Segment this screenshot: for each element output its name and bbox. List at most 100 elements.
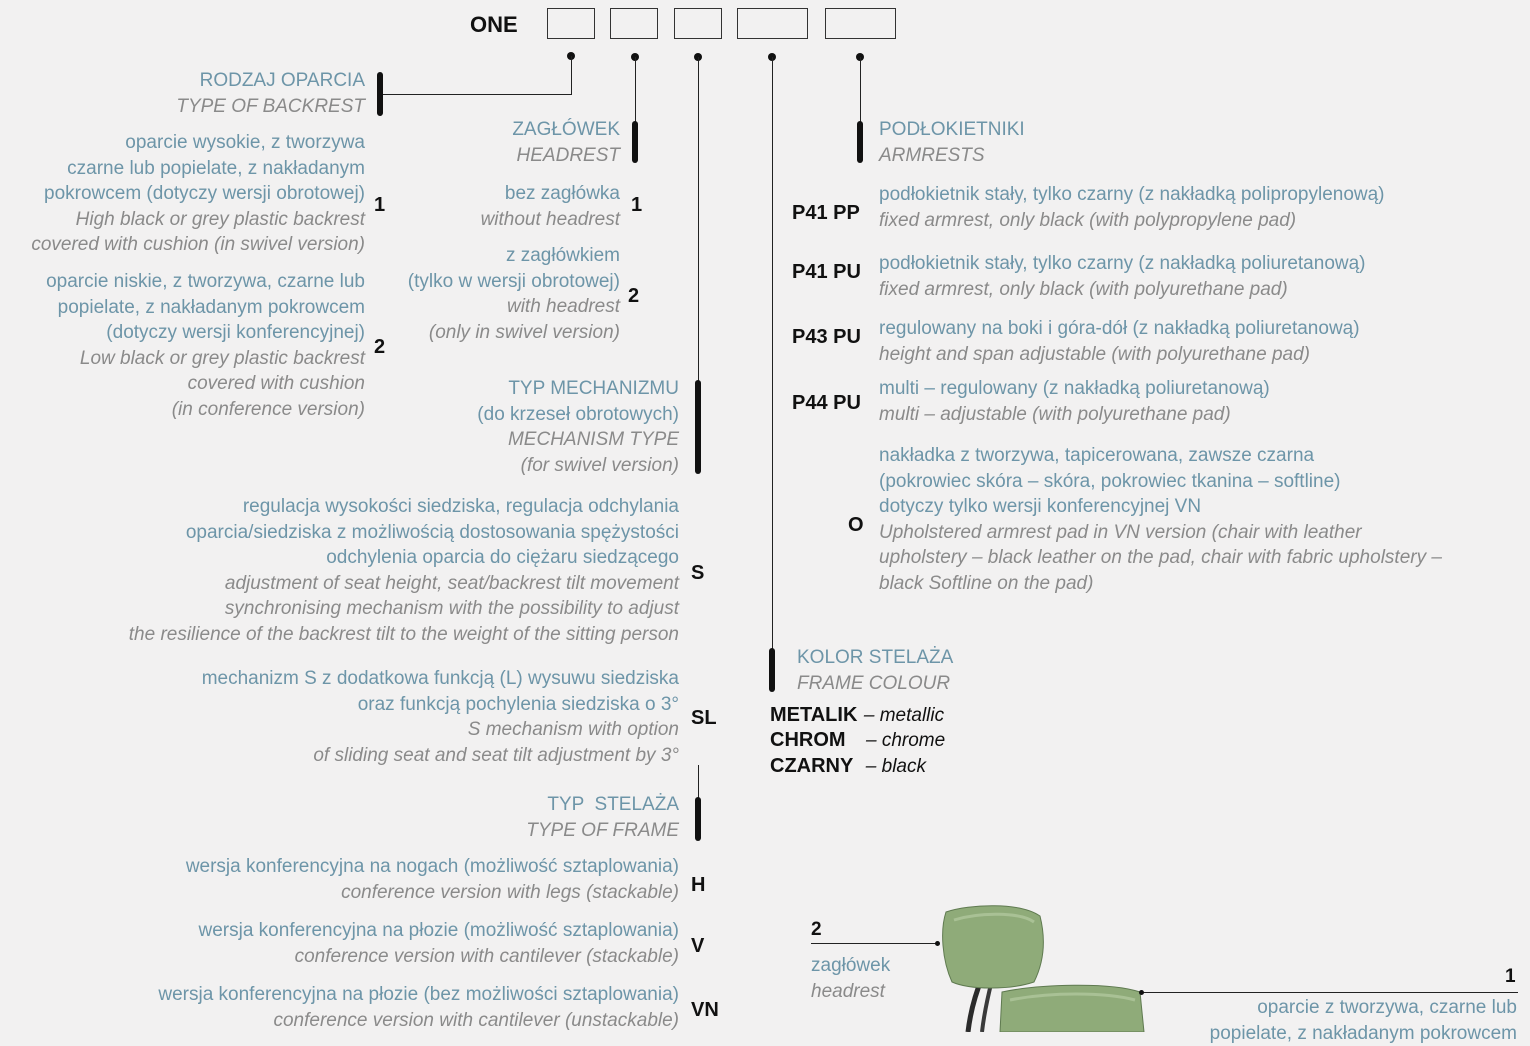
armrest-option-pl: podłokietnik stały, tylko czarny (z nakł… bbox=[879, 182, 1385, 208]
headrest-option-2-code: 2 bbox=[628, 285, 639, 308]
headrest-callout-en: headrest bbox=[811, 979, 890, 1005]
armrest-option-p43pu-code: P43 PU bbox=[792, 326, 861, 349]
connector-line-backrest bbox=[571, 56, 572, 95]
frame-type-title-en: TYPE OF FRAME bbox=[526, 818, 679, 844]
frame-type-option-vn: wersja konferencyjna na płozie (bez możl… bbox=[158, 982, 679, 1033]
headrest-option-1-code: 1 bbox=[631, 194, 642, 217]
backrest-callout-pl-line: oparcie z tworzywa, czarne lub bbox=[1210, 995, 1517, 1021]
backrest-option-2-code: 2 bbox=[374, 336, 385, 359]
mechanism-option-s: regulacja wysokości siedziska, regulacja… bbox=[129, 494, 679, 647]
frame-type-option-h-en: conference version with legs (stackable) bbox=[186, 880, 679, 906]
frame-colour-marker bbox=[769, 648, 775, 692]
headrest-marker bbox=[632, 121, 638, 163]
backrest-option-2-en-line: Low black or grey plastic backrest bbox=[46, 346, 365, 372]
headrest-option-2-pl-line: (tylko w wersji obrotowej) bbox=[408, 269, 620, 295]
armrest-option-p41pp-code: P41 PP bbox=[792, 202, 860, 225]
mechanism-option-sl-en-line: S mechanism with option bbox=[202, 717, 679, 743]
frame-colour-title-pl: KOLOR STELAŻA bbox=[797, 645, 953, 671]
armrest-option-en-line: upholstery – black leather on the pad, c… bbox=[879, 545, 1442, 571]
backrest-title-en: TYPE OF BACKREST bbox=[176, 94, 365, 120]
frame-colour-code: METALIK bbox=[770, 704, 857, 726]
connector-line-backrest bbox=[380, 94, 572, 95]
headrest-title-pl: ZAGŁÓWEK bbox=[512, 117, 620, 143]
backrest-option-2: oparcie niskie, z tworzywa, czarne lub p… bbox=[46, 269, 365, 422]
backrest-option-1-pl-line: pokrowcem (dotyczy wersji obrotowej) bbox=[31, 181, 365, 207]
chair-illustration bbox=[930, 900, 1160, 1032]
headrest-callout-text: zagłówek headrest bbox=[811, 953, 890, 1004]
backrest-heading: RODZAJ OPARCIA TYPE OF BACKREST bbox=[176, 68, 365, 119]
armrest-option-o-code: O bbox=[848, 514, 864, 537]
frame-type-option-v-pl: wersja konferencyjna na płozie (możliwoś… bbox=[199, 918, 680, 944]
backrest-callout-dot bbox=[1139, 990, 1144, 995]
backrest-callout-number: 1 bbox=[1505, 966, 1516, 988]
frame-colour-heading: KOLOR STELAŻA FRAME COLOUR bbox=[797, 645, 953, 696]
headrest-option-2-en-line: with headrest bbox=[408, 294, 620, 320]
headrest-option-1-pl: bez zagłówka bbox=[481, 181, 620, 207]
backrest-option-1-pl-line: oparcie wysokie, z tworzywa bbox=[31, 130, 365, 156]
connector-line-armrests bbox=[860, 57, 861, 127]
frame-colour-slot[interactable] bbox=[737, 8, 808, 39]
headrest-callout-number: 2 bbox=[811, 919, 822, 941]
mechanism-heading: TYP MECHANIZMU (do krzeseł obrotowych) M… bbox=[477, 376, 679, 478]
armrests-title-pl: PODŁOKIETNIKI bbox=[879, 117, 1025, 143]
armrest-option-pl: podłokietnik stały, tylko czarny (z nakł… bbox=[879, 251, 1366, 277]
mechanism-option-s-pl-line: oparcia/siedziska z możliwością dostosow… bbox=[129, 520, 679, 546]
backrest-slot[interactable] bbox=[547, 8, 595, 39]
mechanism-option-s-pl-line: odchylenia oparcia do ciężaru siedzącego bbox=[129, 545, 679, 571]
armrest-option-p41pp: podłokietnik stały, tylko czarny (z nakł… bbox=[879, 182, 1385, 233]
armrests-marker bbox=[857, 121, 863, 163]
headrest-option-2-pl-line: z zagłówkiem bbox=[408, 243, 620, 269]
armrest-option-en: fixed armrest, only black (with polyuret… bbox=[879, 277, 1366, 303]
mechanism-option-sl-code: SL bbox=[691, 707, 717, 730]
frame-type-option-vn-pl: wersja konferencyjna na płozie (bez możl… bbox=[158, 982, 679, 1008]
connector-line-headrest bbox=[635, 57, 636, 127]
backrest-option-1-code: 1 bbox=[374, 194, 385, 217]
mechanism-option-sl-en-line: of sliding seat and seat tilt adjustment… bbox=[202, 743, 679, 769]
mechanism-title-en-line: (for swivel version) bbox=[477, 453, 679, 479]
armrest-option-o: nakładka z tworzywa, tapicerowana, zawsz… bbox=[879, 443, 1442, 596]
armrest-option-p41pu-code: P41 PU bbox=[792, 261, 861, 284]
connector-line-mechanism bbox=[698, 57, 699, 387]
mechanism-option-sl-pl-line: oraz funkcją pochylenia siedziska o 3° bbox=[202, 692, 679, 718]
mechanism-slot[interactable] bbox=[674, 8, 722, 39]
frame-type-option-vn-en: conference version with cantilever (unst… bbox=[158, 1008, 679, 1034]
frame-colour-label: – metallic bbox=[864, 705, 944, 726]
backrest-option-1-en-line: High black or grey plastic backrest bbox=[31, 207, 365, 233]
mechanism-option-s-en-line: adjustment of seat height, seat/backrest… bbox=[129, 571, 679, 597]
frame-colour-code: CHROM bbox=[770, 729, 846, 751]
backrest-option-2-pl-line: (dotyczy wersji konferencyjnej) bbox=[46, 320, 365, 346]
frame-type-option-v: wersja konferencyjna na płozie (możliwoś… bbox=[199, 918, 680, 969]
backrest-callout-pl-line: popielate, z nakładanym pokrowcem bbox=[1210, 1021, 1517, 1046]
headrest-slot[interactable] bbox=[610, 8, 658, 39]
armrest-option-en: multi – adjustable (with polyurethane pa… bbox=[879, 402, 1270, 428]
armrest-option-pl-line: dotyczy tylko wersji konferencyjnej VN bbox=[879, 494, 1442, 520]
frame-type-marker bbox=[695, 797, 701, 841]
armrest-option-pl-line: (pokrowiec skóra – skóra, pokrowiec tkan… bbox=[879, 469, 1442, 495]
headrest-option-1: bez zagłówka without headrest bbox=[481, 181, 620, 232]
headrest-option-2-en-line: (only in swivel version) bbox=[408, 320, 620, 346]
headrest-callout-line bbox=[811, 943, 938, 944]
backrest-option-2-en-line: (in conference version) bbox=[46, 397, 365, 423]
mechanism-option-s-code: S bbox=[691, 562, 704, 585]
backrest-option-1-en-line: covered with cushion (in swivel version) bbox=[31, 232, 365, 258]
frame-type-option-h: wersja konferencyjna na nogach (możliwoś… bbox=[186, 854, 679, 905]
frame-type-option-v-en: conference version with cantilever (stac… bbox=[199, 944, 680, 970]
mechanism-option-s-pl-line: regulacja wysokości siedziska, regulacja… bbox=[129, 494, 679, 520]
frame-colour-option: CHROM – chrome bbox=[770, 729, 945, 752]
mechanism-marker bbox=[695, 380, 701, 474]
mechanism-option-sl-pl-line: mechanizm S z dodatkowa funkcją (L) wysu… bbox=[202, 666, 679, 692]
headrest-title-en: HEADREST bbox=[512, 143, 620, 169]
backrest-marker bbox=[377, 72, 383, 116]
frame-colour-title-en: FRAME COLOUR bbox=[797, 671, 953, 697]
frame-type-heading: TYP STELAŻA TYPE OF FRAME bbox=[526, 792, 679, 843]
armrest-option-en: fixed armrest, only black (with polyprop… bbox=[879, 208, 1385, 234]
frame-type-option-h-pl: wersja konferencyjna na nogach (możliwoś… bbox=[186, 854, 679, 880]
armrests-title-en: ARMRESTS bbox=[879, 143, 1025, 169]
headrest-callout-pl: zagłówek bbox=[811, 953, 890, 979]
armrest-option-p43pu: regulowany na boki i góra-dół (z nakładk… bbox=[879, 316, 1360, 367]
mechanism-title-pl-line: (do krzeseł obrotowych) bbox=[477, 402, 679, 428]
frame-colour-label: – chrome bbox=[866, 730, 945, 751]
armrest-slot[interactable] bbox=[825, 8, 896, 39]
armrest-option-en: height and span adjustable (with polyure… bbox=[879, 342, 1360, 368]
armrest-option-p41pu: podłokietnik stały, tylko czarny (z nakł… bbox=[879, 251, 1366, 302]
